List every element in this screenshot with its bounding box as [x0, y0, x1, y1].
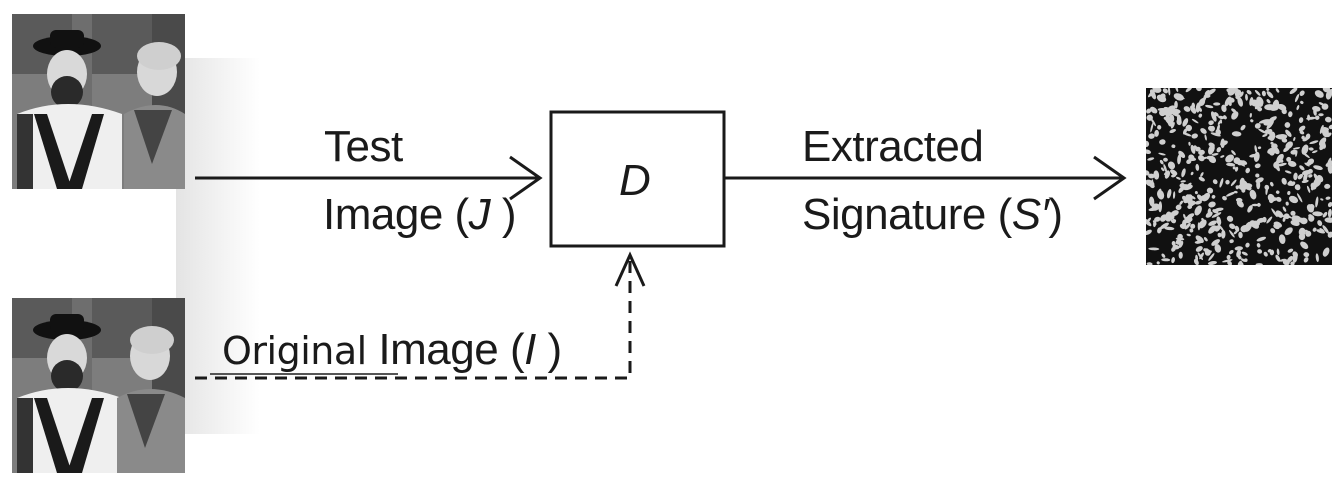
extracted-label-prefix: Signature (: [802, 190, 1012, 239]
detector-box: [549, 110, 726, 248]
original-label-suffix: ): [535, 325, 563, 374]
test-image-symbol: J: [468, 190, 491, 239]
original-label-prefix: Image (: [366, 325, 525, 374]
extracted-label-line1: Extracted: [802, 122, 984, 171]
test-image-arrowhead: [509, 155, 543, 201]
test-image-label-line2: Image (J ): [323, 190, 517, 239]
extracted-label-line2: Signature (S′): [802, 193, 1063, 237]
original-image-dashed-path: [195, 256, 632, 380]
original-symbol: I: [524, 325, 536, 374]
original-image-label: Original Image (I ): [222, 328, 562, 372]
original-word: Original: [222, 329, 367, 373]
background-fade: [176, 58, 260, 434]
test-image-photo: [12, 14, 185, 189]
extracted-symbol: S′: [1011, 190, 1049, 239]
original-image-arrowhead: [614, 251, 646, 287]
extracted-label-suffix: ): [1048, 190, 1063, 239]
original-image-photo: [12, 298, 185, 473]
test-image-label-line1: Test: [324, 122, 403, 171]
test-image-label-suffix: ): [490, 190, 517, 239]
test-image-label-prefix: Image (: [323, 190, 469, 239]
detector-label: D: [619, 156, 651, 205]
extracted-signature-pattern: [1143, 84, 1336, 268]
output-arrowhead: [1093, 155, 1127, 201]
